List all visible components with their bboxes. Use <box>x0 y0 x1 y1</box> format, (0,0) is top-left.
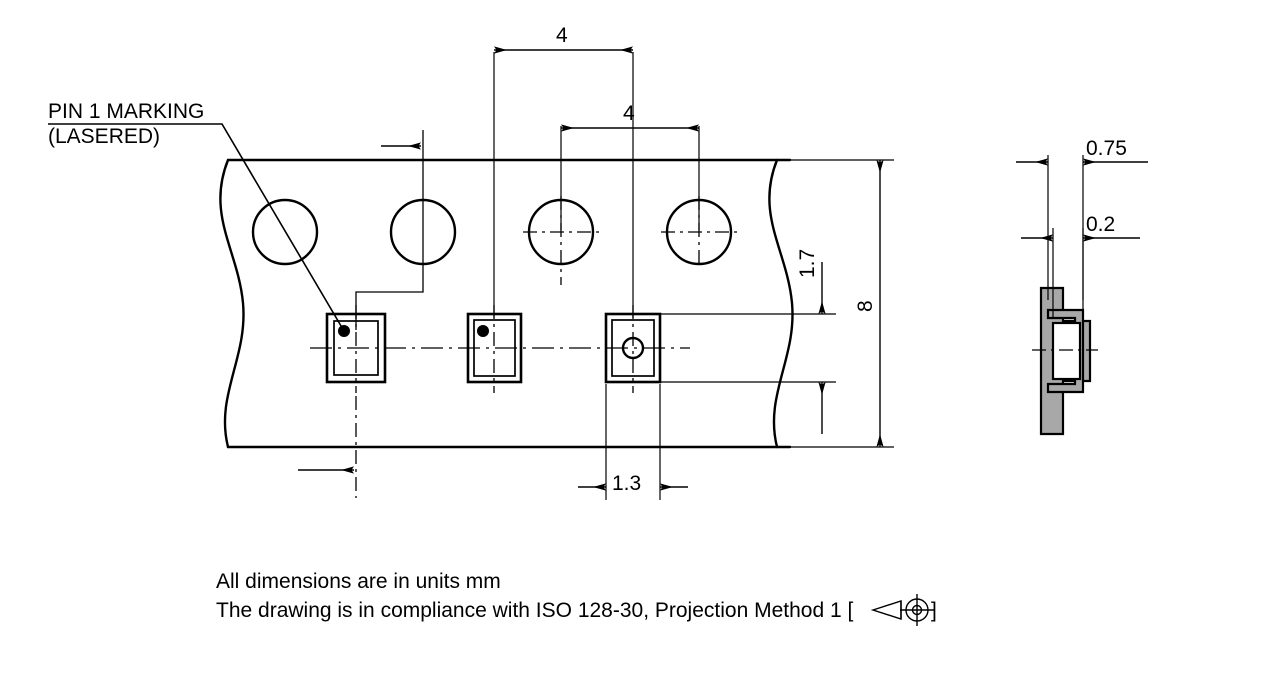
dimension-pocket-offset: 1.7 <box>660 249 836 434</box>
dimension-section-total: 0.75 <box>1016 137 1148 300</box>
dim-section-total-text: 0.75 <box>1086 137 1127 160</box>
pin1-marking-callout: PIN 1 MARKING (LASERED) <box>48 100 345 332</box>
dimension-top-pitch-inner: 4 <box>560 102 700 230</box>
sprocket-holes <box>251 198 733 266</box>
dim-top-pitch-outer-text: 4 <box>556 24 568 47</box>
pocket-centerlines <box>355 305 634 393</box>
sprocket-centerlines <box>523 196 737 285</box>
pocket-to-sprocket-centerline <box>355 130 424 330</box>
index-arrow-bottom <box>298 396 357 498</box>
pin1-label-line1: PIN 1 MARKING <box>48 100 204 123</box>
dimension-tape-width: 8 <box>777 159 894 448</box>
dim-section-thickness-text: 0.2 <box>1086 213 1115 236</box>
dimension-top-pitch-outer: 4 <box>493 24 634 318</box>
dim-tape-width-text: 8 <box>854 300 877 312</box>
iso-projection-symbol <box>870 594 934 626</box>
dimension-pocket-width: 1.3 <box>578 384 688 500</box>
section-view-profile <box>1032 286 1098 436</box>
dim-pocket-offset-text: 1.7 <box>796 249 819 278</box>
dim-pocket-width-text: 1.3 <box>612 472 641 495</box>
tape-body-outline <box>219 158 794 449</box>
pin1-label-line2: (LASERED) <box>48 125 160 148</box>
note-units: All dimensions are in units mm <box>216 570 501 593</box>
note-iso-compliance: The drawing is in compliance with ISO 12… <box>216 599 853 622</box>
drawing-notes: All dimensions are in units mm The drawi… <box>216 570 937 622</box>
dimension-section-thickness: 0.2 <box>1021 213 1140 318</box>
dim-top-pitch-inner-text: 4 <box>623 102 635 125</box>
